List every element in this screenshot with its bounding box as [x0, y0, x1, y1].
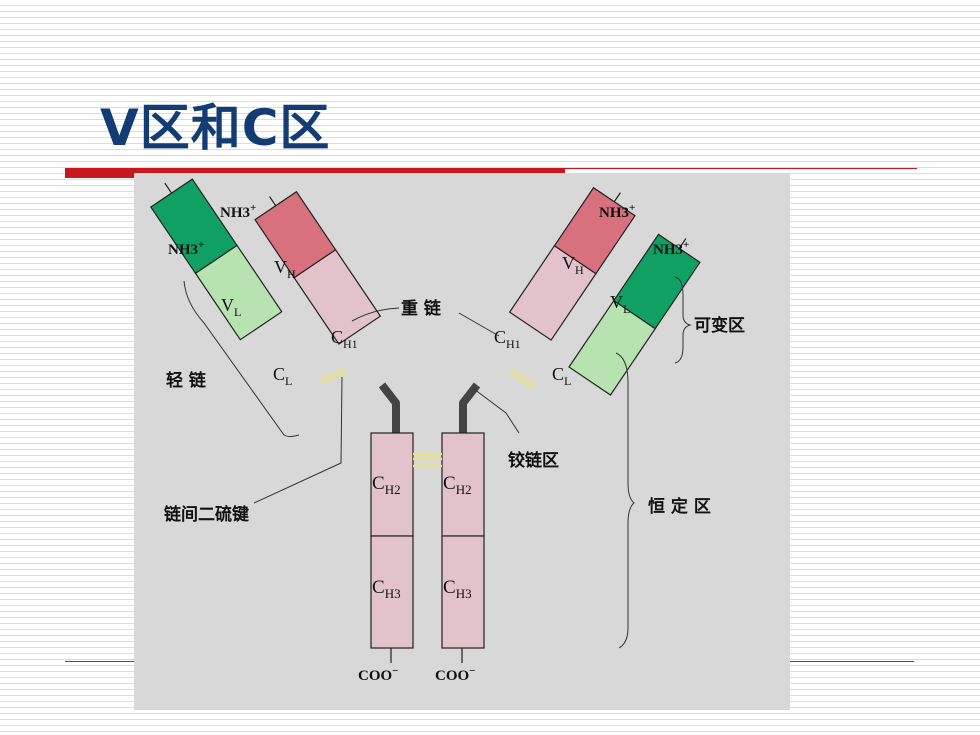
- right-cl-label: CL: [552, 364, 571, 388]
- disulfide-leader: [253, 376, 343, 504]
- coo-right: COO−: [435, 665, 475, 684]
- nh3-right-heavy: NH3+: [599, 202, 635, 221]
- right-ch3-label: CH3: [443, 577, 472, 601]
- left-heavy-n-tick: [269, 196, 277, 207]
- left-cl-label: CL: [273, 364, 292, 388]
- nh3-right-light: NH3+: [653, 239, 689, 258]
- heavy-chain-leader-right: [458, 312, 500, 337]
- right-cl-domain: [568, 299, 657, 396]
- hinge-region-label: 铰链区: [508, 450, 559, 471]
- hinge-leader: [473, 388, 520, 434]
- left-vh-label: VH: [274, 257, 296, 281]
- right-ch1-domain: [508, 244, 597, 341]
- antibody-diagram: VL CL VH CH1 VH CH1 VL CL CH2 CH2 CH3 CH…: [134, 173, 790, 710]
- light-chain-bracket: [183, 280, 300, 437]
- right-lh-disulfide-a: [511, 368, 536, 386]
- right-ch1-label: CH1: [494, 327, 521, 351]
- heavy-chain-leader-left: [351, 307, 400, 322]
- left-ch2-domain: [370, 432, 414, 537]
- right-heavy-arm: [508, 186, 636, 341]
- nh3-left-light: NH3+: [168, 239, 204, 258]
- variable-region-label: 可变区: [694, 315, 745, 336]
- left-ch1-domain: [293, 248, 382, 345]
- left-cl-domain: [194, 244, 283, 341]
- left-vl-label: VL: [221, 295, 241, 319]
- left-heavy-arm: [254, 190, 382, 345]
- variable-region-brace: [674, 276, 692, 364]
- right-light-n-tick: [678, 238, 687, 249]
- left-ch2-label: CH2: [372, 473, 401, 497]
- slide-title: V区和C区: [100, 99, 331, 157]
- footer-rule-right: [790, 661, 914, 662]
- interchain-disulfide-label: 链间二硫键: [164, 504, 249, 525]
- left-ch1-label: CH1: [331, 327, 358, 351]
- right-ch2-label: CH2: [443, 473, 472, 497]
- antibody-svg: VL CL VH CH1 VH CH1 VL CL CH2 CH2 CH3 CH…: [149, 178, 745, 684]
- left-light-chain: [149, 178, 283, 341]
- left-lh-disulfide-a: [319, 367, 346, 381]
- right-lh-disulfide-b: [509, 372, 534, 390]
- constant-region-label: 恒 定 区: [648, 496, 711, 517]
- nh3-left-heavy: NH3+: [220, 202, 256, 221]
- heavy-chain-label: 重 链: [401, 298, 442, 319]
- hinge-left: [378, 382, 400, 435]
- right-light-chain: [568, 233, 701, 396]
- right-ch3-domain: [441, 535, 485, 649]
- left-lh-disulfide-b: [320, 371, 347, 385]
- coo-left: COO−: [358, 665, 398, 684]
- footer-rule-left: [65, 661, 134, 662]
- right-heavy-n-tick: [613, 192, 621, 203]
- light-chain-label: 轻 链: [166, 370, 207, 391]
- left-light-n-tick: [164, 182, 173, 194]
- title-rule-thin: [565, 168, 917, 169]
- right-vh-label: VH: [562, 253, 584, 277]
- left-ch3-label: CH3: [372, 577, 401, 601]
- left-ch3-domain: [370, 535, 414, 649]
- constant-region-brace: [615, 352, 635, 649]
- right-vl-label: VL: [610, 292, 630, 316]
- hinge-right: [459, 382, 481, 435]
